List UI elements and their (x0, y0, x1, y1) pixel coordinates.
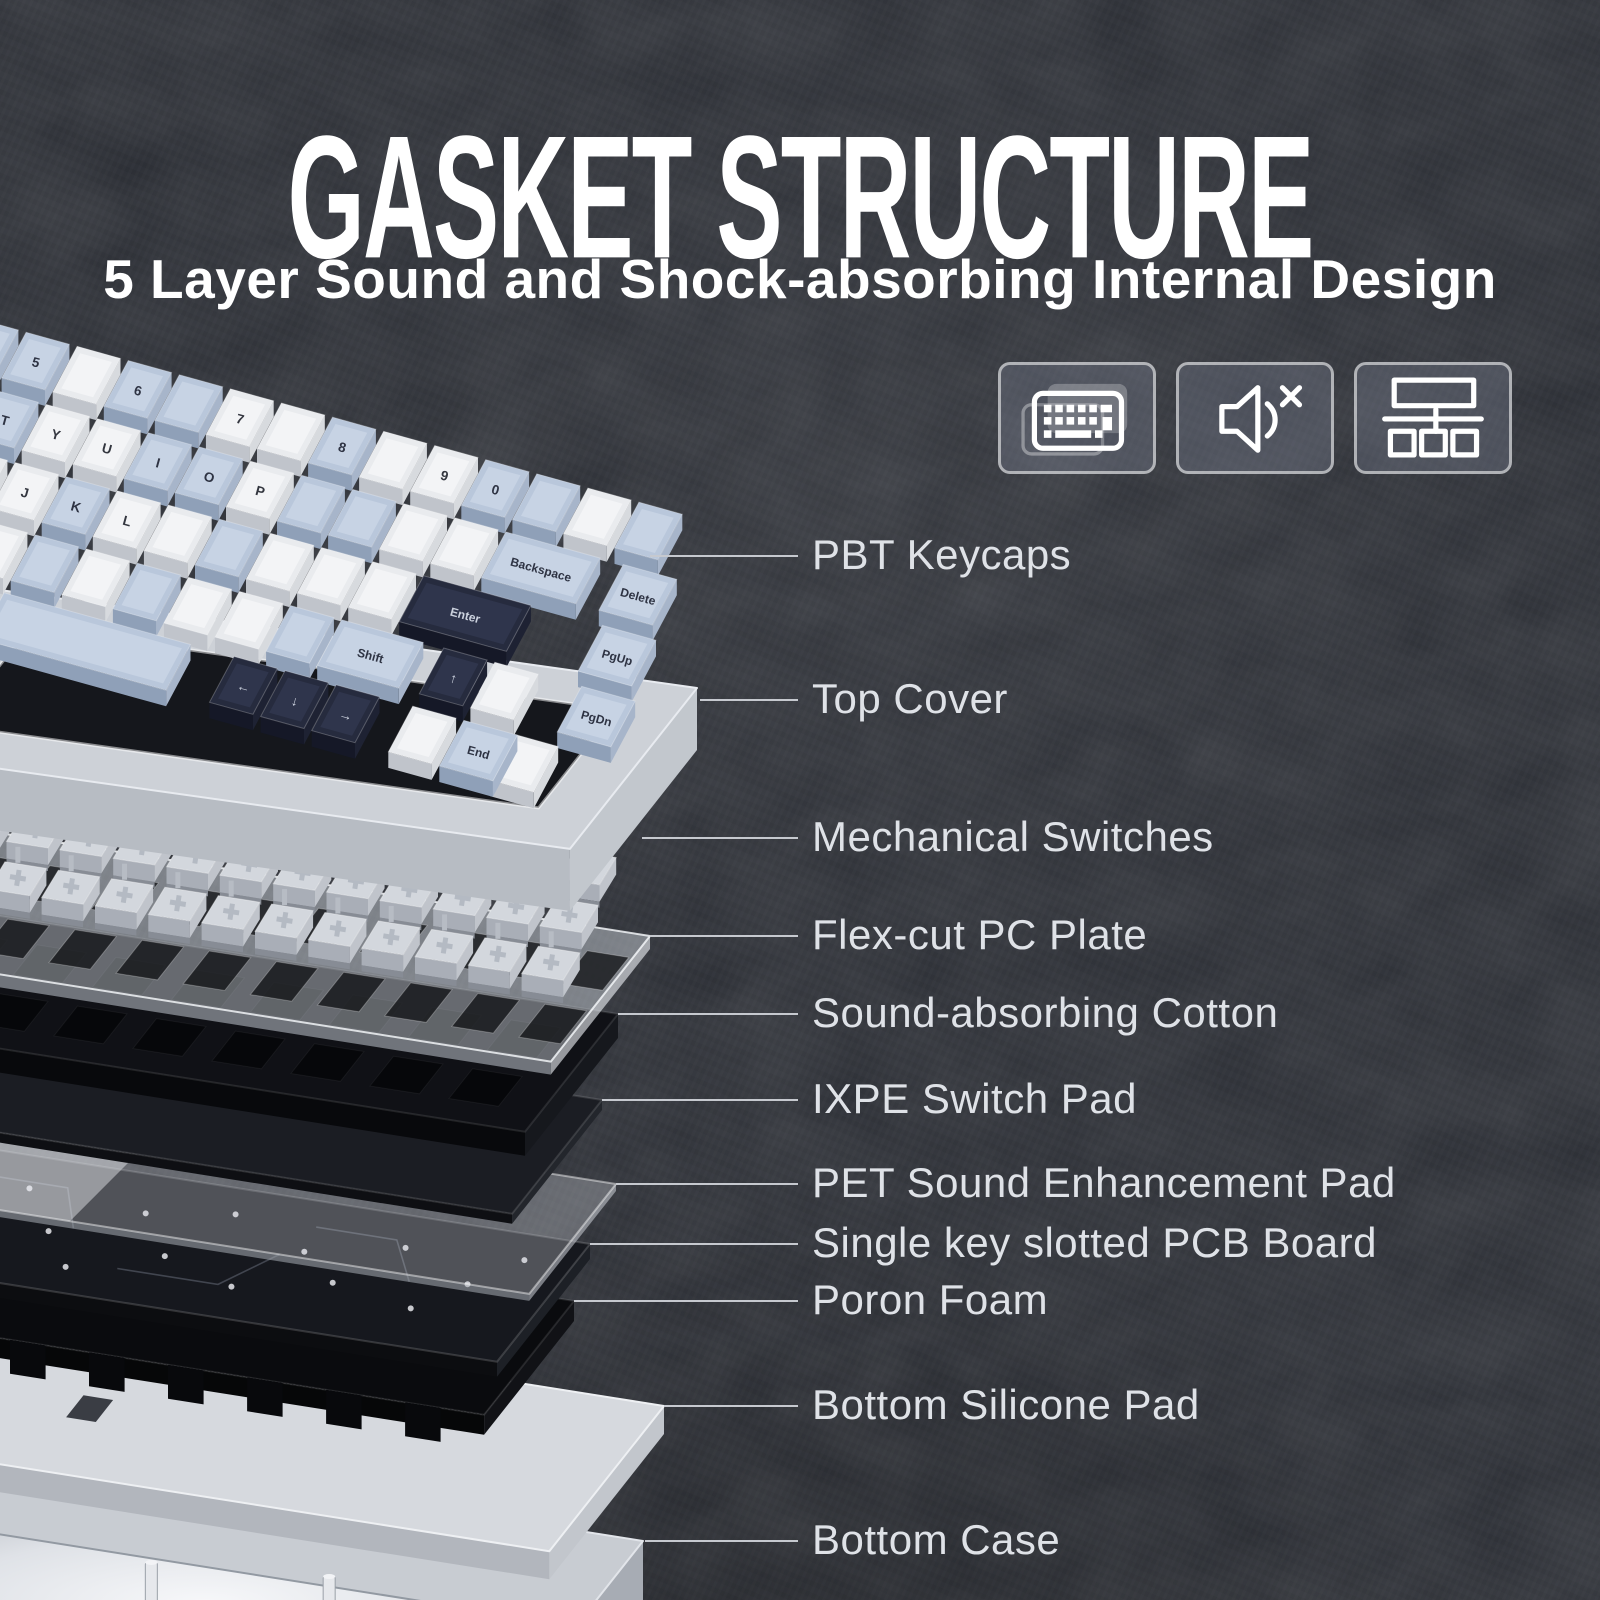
svg-text:7: 7 (234, 411, 245, 427)
svg-text:→: → (337, 706, 354, 724)
keyboard-icon (1021, 383, 1128, 456)
svg-text:Shift: Shift (356, 646, 385, 667)
svg-text:←: ← (235, 678, 252, 696)
svg-text:K: K (69, 498, 83, 515)
layer-label: PET Sound Enhancement Pad (812, 1159, 1396, 1206)
layer-label: Bottom Case (812, 1516, 1061, 1563)
svg-text:P: P (254, 483, 267, 500)
layer-label: Sound-absorbing Cotton (812, 989, 1279, 1036)
structure-layers-icon (1382, 377, 1484, 458)
layer-label: Top Cover (812, 675, 1008, 722)
page-subtitle: 5 Layer Sound and Shock-absorbing Intern… (103, 248, 1497, 310)
svg-text:T: T (0, 412, 12, 429)
svg-text:5: 5 (30, 354, 42, 371)
svg-text:↑: ↑ (448, 670, 459, 686)
svg-text:9: 9 (439, 468, 450, 484)
speaker-muted-icon (1219, 385, 1303, 453)
mute-feature-tile (1176, 362, 1334, 474)
keycaps-layer: 567890TYUIOPBackspaceDeleteHJKLEnterPgUp… (0, 324, 684, 809)
svg-text:U: U (100, 440, 113, 457)
layer-label: Poron Foam (812, 1276, 1049, 1323)
layer-label: IXPE Switch Pad (812, 1075, 1137, 1122)
svg-text:J: J (19, 485, 30, 501)
structure-feature-tile (1354, 362, 1512, 474)
pcb-layer (0, 1149, 591, 1377)
page-title: GASKET STRUCTURE (287, 98, 1315, 295)
keyboard-feature-tile (998, 362, 1156, 474)
svg-text:↓: ↓ (290, 693, 301, 709)
svg-text:End: End (466, 743, 492, 763)
layer-label: Flex-cut PC Plate (812, 911, 1148, 958)
svg-text:Y: Y (49, 426, 62, 443)
layer-label: Mechanical Switches (812, 813, 1214, 860)
svg-text:0: 0 (490, 482, 501, 498)
layer-label: PBT Keycaps (812, 531, 1072, 578)
svg-text:I: I (154, 455, 162, 470)
leader-lines (574, 555, 798, 1542)
layer-label: Single key slotted PCB Board (812, 1219, 1377, 1266)
svg-text:8: 8 (337, 439, 349, 456)
layer-label: Bottom Silicone Pad (812, 1381, 1200, 1428)
svg-text:6: 6 (132, 383, 144, 400)
svg-text:L: L (121, 513, 133, 530)
svg-text:O: O (202, 469, 216, 486)
